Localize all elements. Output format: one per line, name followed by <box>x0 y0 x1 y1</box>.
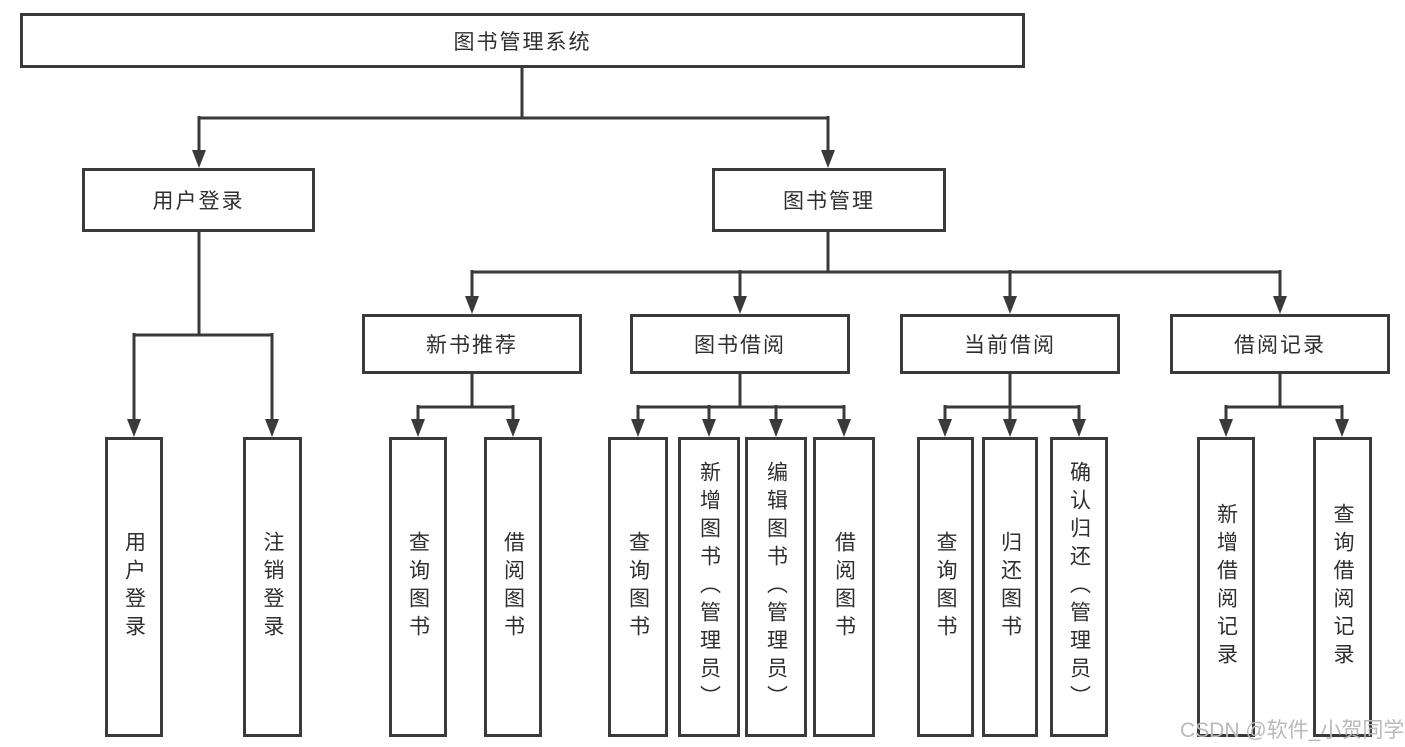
node-label: 编辑图书（管理员） <box>764 461 788 713</box>
node-label: 查询图书 <box>934 531 957 643</box>
node-current-borrow: 当前借阅 <box>900 314 1120 374</box>
leaf-return-books: 归还图书 <box>982 437 1038 737</box>
node-label: 用户登录 <box>122 531 146 643</box>
node-label: 归还图书 <box>998 531 1022 643</box>
node-label: 新书推荐 <box>426 334 518 357</box>
leaf-add-books-admin: 新增图书（管理员） <box>678 437 740 737</box>
node-label: 新增借阅记录 <box>1214 503 1238 671</box>
node-label: 查询图书 <box>626 531 650 643</box>
node-label: 用户登录 <box>152 190 245 213</box>
leaf-edit-books-admin: 编辑图书（管理员） <box>745 437 807 737</box>
node-label: 当前借阅 <box>964 334 1056 357</box>
node-label: 查询借阅记录 <box>1331 503 1354 671</box>
leaf-user-login: 用户登录 <box>105 437 163 737</box>
node-label: 确认归还（管理员） <box>1067 461 1091 713</box>
node-label: 图书管理 <box>783 190 875 213</box>
leaf-query-books-current: 查询图书 <box>917 437 974 737</box>
leaf-borrow-books-recommend: 借阅图书 <box>484 437 542 737</box>
leaf-add-borrow-record: 新增借阅记录 <box>1197 437 1255 737</box>
leaf-query-borrow-record: 查询借阅记录 <box>1313 437 1372 737</box>
node-user-login: 用户登录 <box>82 168 315 232</box>
node-library-management-system: 图书管理系统 <box>20 13 1025 68</box>
csdn-watermark: CSDN @软件_小贺同学 <box>1180 719 1405 742</box>
node-label: 新增图书（管理员） <box>697 461 721 713</box>
leaf-confirm-return-admin: 确认归还（管理员） <box>1050 437 1108 737</box>
node-new-book-recommend: 新书推荐 <box>362 314 582 374</box>
node-label: 图书借阅 <box>694 334 786 357</box>
node-label: 借阅记录 <box>1234 334 1326 357</box>
leaf-query-books-borrow: 查询图书 <box>608 437 668 737</box>
leaf-logout-login: 注销登录 <box>243 437 302 737</box>
leaf-query-books-recommend: 查询图书 <box>389 437 447 737</box>
node-label: 图书管理系统 <box>453 30 592 54</box>
node-label: 注销登录 <box>261 531 284 643</box>
node-book-management: 图书管理 <box>712 168 946 232</box>
leaf-borrow-books: 借阅图书 <box>813 437 875 737</box>
node-label: 借阅图书 <box>501 531 525 643</box>
node-borrow-records: 借阅记录 <box>1170 314 1390 374</box>
node-book-borrow: 图书借阅 <box>630 314 850 374</box>
node-label: 查询图书 <box>406 531 430 643</box>
node-label: 借阅图书 <box>832 531 856 643</box>
